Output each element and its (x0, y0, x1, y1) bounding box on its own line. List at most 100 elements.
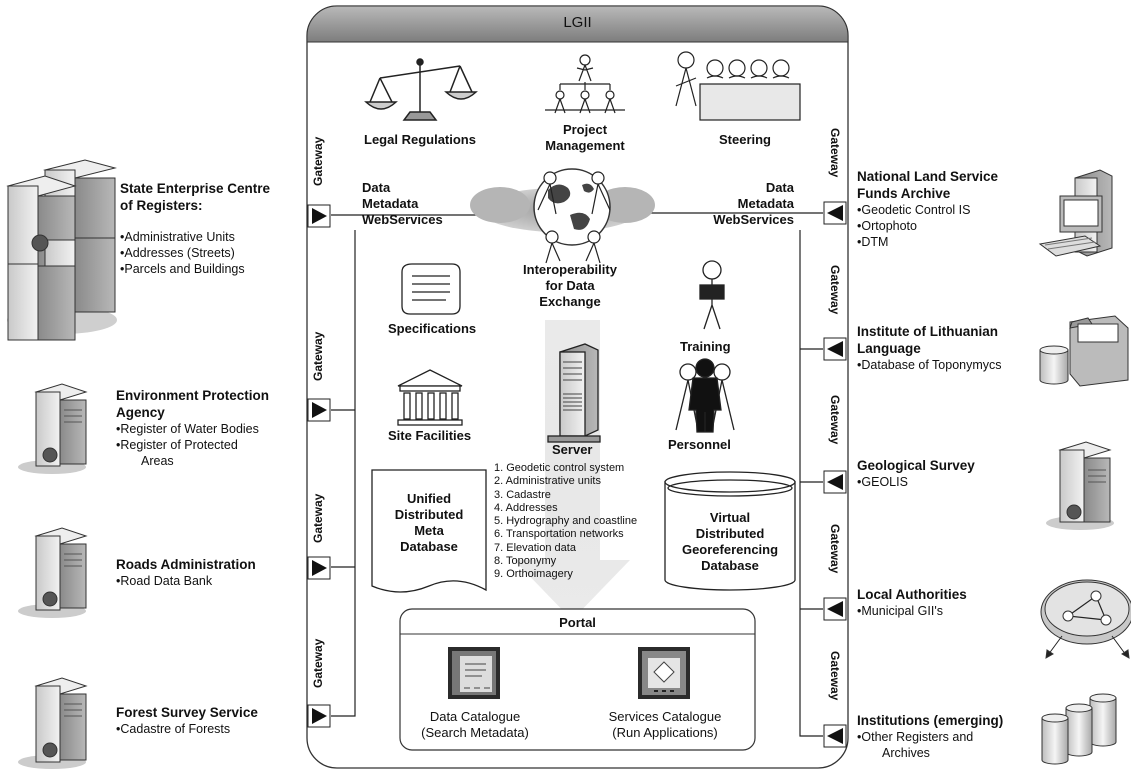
gateway-connector (823, 597, 847, 621)
services-catalogue-link[interactable]: Services Catalogue(Run Applications) (608, 709, 722, 740)
training-label: Training (680, 339, 731, 354)
list-item: •Register of Protected (116, 438, 238, 452)
server-icon (18, 527, 88, 618)
gateway-connector (307, 556, 331, 580)
folder-database-icon (1039, 315, 1129, 387)
org-title: Local Authorities (857, 587, 967, 602)
list-item: •Municipal GII's (857, 604, 943, 618)
org-institute-lithuanian-language: Institute of Lithuanian Language •Databa… (857, 323, 1002, 373)
scales-icon (364, 58, 478, 121)
site-facilities-label: Site Facilities (388, 428, 472, 443)
gateway-label: Gateway (828, 265, 842, 315)
list-item: 1. Geodetic control system (494, 462, 625, 474)
gateway-label: Gateway (828, 524, 842, 574)
org-local-authorities: Local Authorities •Municipal GII's (857, 586, 967, 619)
list-item: •Database of Toponymycs (857, 358, 1002, 372)
list-item: •Administrative Units (120, 230, 235, 244)
scroll-icon (401, 263, 461, 315)
gateway-connector (307, 398, 331, 422)
desktop-computer-icon (1038, 169, 1113, 257)
databases-icon (1041, 693, 1117, 765)
org-title: State Enterprise Centre (120, 181, 271, 196)
gateway-connectors-left (307, 204, 331, 728)
list-item: •GEOLIS (857, 475, 908, 489)
gateway-connector (823, 724, 847, 748)
org-title: Environment Protection (116, 388, 270, 403)
org-title: Roads Administration (116, 557, 256, 572)
server-icon (18, 383, 88, 474)
gateway-label: Gateway (828, 395, 842, 445)
org-chart-icon (545, 54, 625, 114)
list-item: •Other Registers and (857, 730, 974, 744)
gateway-label: Gateway (311, 493, 325, 543)
cloud-globe-icon (470, 168, 655, 264)
flow-arrow (514, 320, 630, 620)
virtual-database-cylinder (664, 471, 796, 591)
legal-regulations-label: Legal Regulations (364, 132, 476, 147)
list-item: •Parcels and Buildings (120, 262, 245, 276)
list-item: 9. Orthoimagery (494, 568, 573, 581)
gateway-label: Gateway (828, 128, 842, 178)
list-item: 8. Toponymy (494, 555, 557, 568)
project-management-label: Project Management (545, 122, 625, 153)
specifications-label: Specifications (388, 321, 477, 336)
org-state-enterprise: State Enterprise Centre of Registers: •A… (120, 180, 270, 277)
org-title: Geological Survey (857, 458, 975, 473)
personnel-icon (675, 358, 735, 433)
server-icon (18, 677, 88, 769)
gateway-connectors-right (823, 201, 847, 748)
org-title: Agency (116, 405, 165, 420)
services-catalogue-icon (638, 647, 690, 699)
list-item: 2. Administrative units (494, 475, 601, 488)
gateway-connector (307, 204, 331, 228)
gateway-connector (823, 201, 847, 225)
gateway-connector (823, 337, 847, 361)
list-item: 6. Transportation networks (494, 528, 624, 541)
list-item: •Register of Water Bodies (116, 422, 259, 436)
org-title: Funds Archive (857, 186, 951, 201)
list-item: Areas (141, 454, 174, 468)
gateway-connector (307, 704, 331, 728)
list-item: •Ortophoto (857, 219, 917, 233)
list-item: 5. Hydrography and coastline (494, 515, 638, 528)
steering-label: Steering (718, 132, 771, 147)
list-item: 3. Cadastre (494, 488, 551, 501)
list-item: •DTM (857, 235, 889, 249)
org-roads-administration: Roads Administration •Road Data Bank (116, 556, 256, 589)
personnel-label: Personnel (668, 437, 731, 452)
data-catalogue-link[interactable]: Data Catalogue(Search Metadata) (421, 709, 529, 740)
list-item: 4. Addresses (494, 501, 558, 514)
steering-icon (675, 51, 801, 121)
data-catalogue-icon (448, 647, 500, 699)
org-institutions-emerging: Institutions (emerging) •Other Registers… (857, 712, 1003, 761)
org-title: of Registers: (120, 198, 203, 213)
org-title: Language (857, 341, 921, 356)
org-environment-protection: Environment Protection Agency •Register … (116, 387, 269, 469)
network-disc-icon (1040, 579, 1131, 659)
server-label: Server (552, 442, 593, 457)
gateway-label: Gateway (311, 136, 325, 186)
org-title: National Land Service (857, 169, 999, 184)
gateway-label: Gateway (311, 331, 325, 381)
portal-box (399, 608, 756, 751)
spatial-data-layers-list: 1. Geodetic control system 2. Administra… (494, 462, 637, 582)
list-item: 7. Elevation data (494, 541, 576, 554)
list-item: •Addresses (Streets) (120, 246, 235, 260)
org-title: Institutions (emerging) (857, 713, 1004, 728)
org-title: Forest Survey Service (116, 705, 258, 720)
server-cluster-icon (6, 159, 117, 341)
list-item: •Road Data Bank (116, 574, 213, 588)
org-forest-survey: Forest Survey Service •Cadastre of Fores… (116, 704, 258, 737)
right-bus (622, 212, 823, 737)
trainer-icon (699, 260, 725, 330)
server-icon (1046, 441, 1114, 530)
meta-database-shape (371, 469, 487, 593)
list-item: •Geodetic Control IS (857, 203, 971, 217)
server-tower-icon (547, 343, 601, 443)
